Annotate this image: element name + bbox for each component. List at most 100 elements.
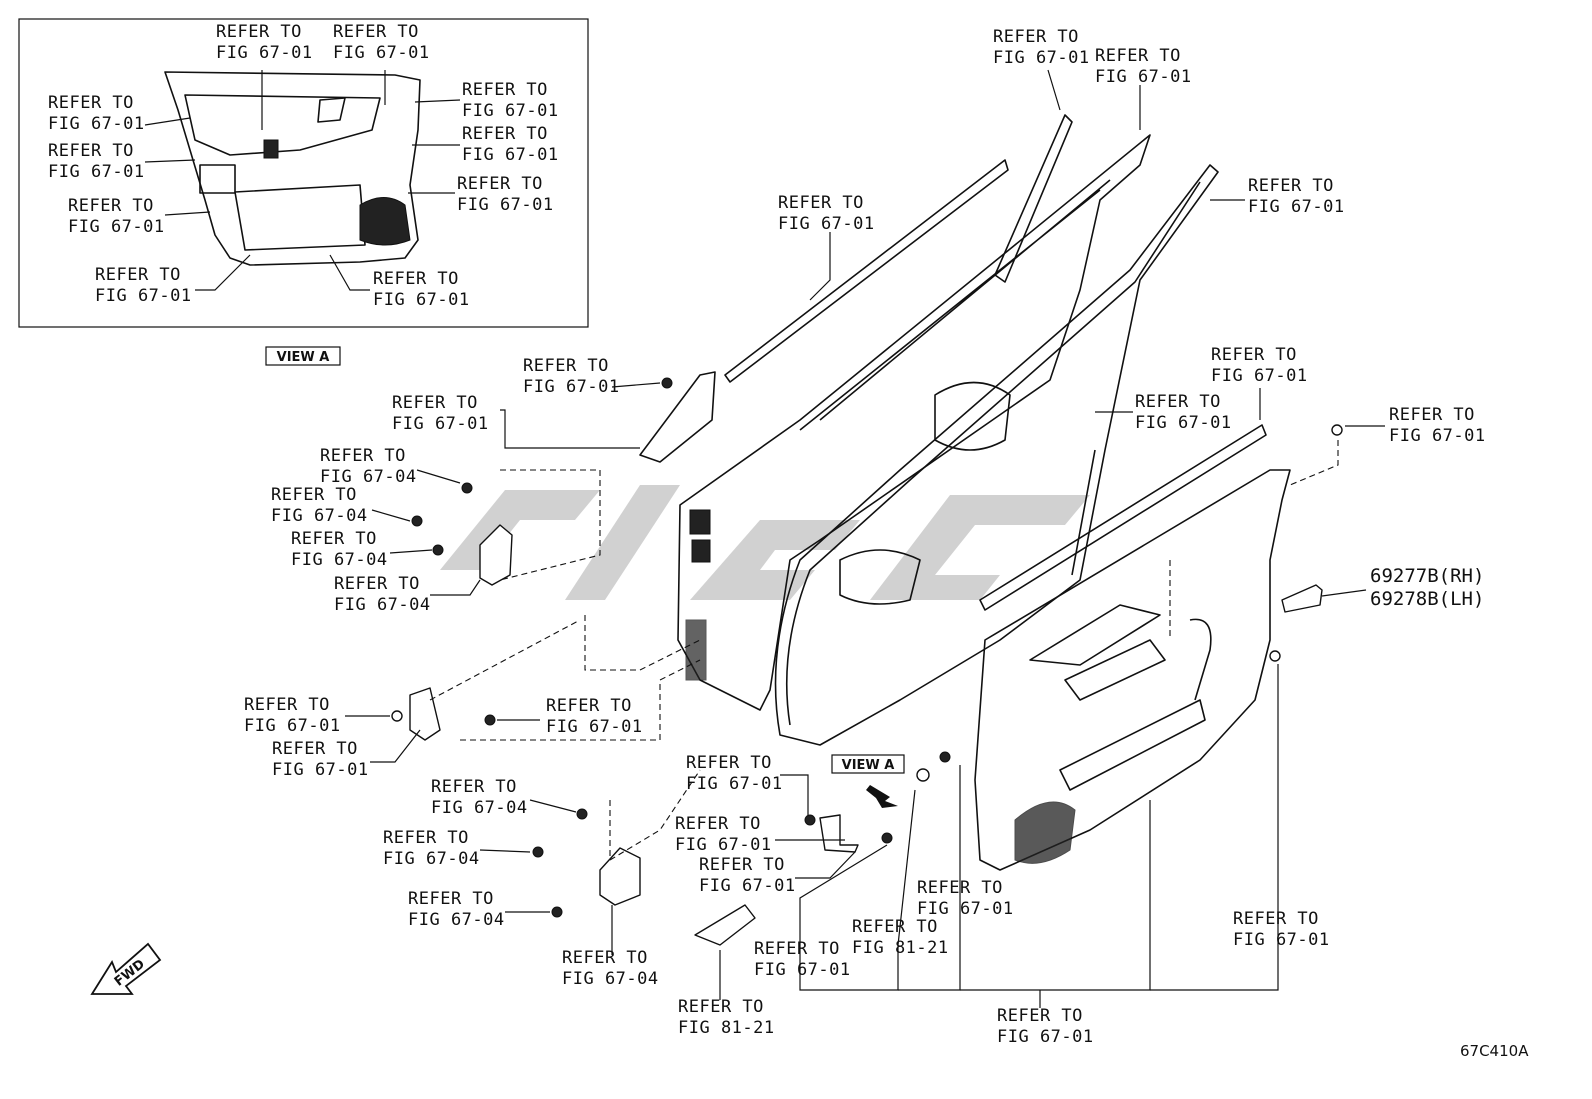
door-service-hole-lower — [839, 549, 921, 605]
mirror-garnish — [639, 371, 716, 463]
callout-ref: FIG 67-04 — [383, 849, 480, 869]
belt-moulding-inner — [979, 424, 1267, 611]
door-check — [409, 687, 441, 741]
door-inner-panel — [677, 134, 1151, 711]
callout-ref: FIG 67-01 — [917, 899, 1014, 919]
door-weatherstrip — [774, 164, 1219, 746]
callout-ref: FIG 81-21 — [678, 1018, 775, 1038]
callout-ref: FIG 67-01 — [333, 43, 430, 63]
callout-label: REFER TO — [68, 196, 154, 216]
inset-trim-outline — [164, 71, 421, 266]
callout-ref: FIG 67-01 — [675, 835, 772, 855]
callout-label: REFER TO — [462, 80, 548, 100]
callout-ref: FIG 67-01 — [216, 43, 313, 63]
fwd-arrow: FWD — [90, 942, 162, 995]
door-clip — [689, 509, 711, 535]
door-clip — [691, 539, 711, 563]
door-weatherstrip-inner — [785, 181, 1201, 726]
callout-ref: FIG 67-01 — [462, 145, 559, 165]
callout-ref: FIG 67-01 — [48, 114, 145, 134]
view-a-label-upper: VIEW A — [277, 350, 330, 365]
callout-label: REFER TO — [523, 356, 609, 376]
view-a-tag-lower: VIEW A — [831, 754, 905, 774]
callout-label: REFER TO — [1389, 405, 1475, 425]
callout-label: REFER TO — [754, 939, 840, 959]
door-frame-edge — [799, 179, 1111, 431]
callout-label: REFER TO — [699, 855, 785, 875]
callout-label: REFER TO — [408, 889, 494, 909]
callout-label: REFER TO — [373, 269, 459, 289]
leader-lines — [345, 69, 1385, 1008]
callout-ref: FIG 81-21 — [852, 938, 949, 958]
watermark — [440, 485, 1090, 600]
callout-label: REFER TO — [993, 27, 1079, 47]
callout-label: REFER TO — [778, 193, 864, 213]
inset-leader — [414, 99, 461, 103]
inset-switch-panel — [199, 164, 236, 194]
callout-ref: FIG 67-01 — [244, 716, 341, 736]
callout-label: REFER TO — [272, 739, 358, 759]
inset-speaker-grille — [359, 197, 411, 246]
callout-ref: FIG 67-01 — [997, 1027, 1094, 1047]
callout-label: REFER TO — [917, 878, 1003, 898]
callout-ref: FIG 67-01 — [1233, 930, 1330, 950]
callout-ref: FIG 67-01 — [1135, 413, 1232, 433]
figure-code: 67C410A — [1460, 1042, 1529, 1060]
callout-label: REFER TO — [48, 141, 134, 161]
trim-armrest — [1059, 699, 1206, 791]
bolts — [391, 377, 1343, 918]
callout-ref: FIG 67-04 — [408, 910, 505, 930]
callout-label: REFER TO — [852, 917, 938, 937]
part-number-leader — [1321, 589, 1367, 597]
callout-label: REFER TO — [291, 529, 377, 549]
callout-ref: FIG 67-01 — [95, 286, 192, 306]
door-clip-group — [685, 619, 707, 681]
inset-armrest-area — [184, 94, 381, 156]
door-service-hole — [934, 381, 1011, 451]
callout-ref: FIG 67-01 — [68, 217, 165, 237]
callout-ref: FIG 67-01 — [1211, 366, 1308, 386]
callout-ref: FIG 67-01 — [462, 101, 559, 121]
assembly-lines — [429, 440, 1339, 861]
callout-label: REFER TO — [244, 695, 330, 715]
callout-label: REFER TO — [562, 948, 648, 968]
inset-clip — [263, 139, 279, 159]
callout-label: REFER TO — [95, 265, 181, 285]
callout-ref: FIG 67-04 — [431, 798, 528, 818]
callout-ref: FIG 67-01 — [272, 760, 369, 780]
callout-label: REFER TO — [997, 1006, 1083, 1026]
callout-ref: FIG 67-01 — [48, 162, 145, 182]
door-trim-panel — [974, 469, 1291, 871]
inset-frame — [18, 18, 589, 328]
callout-label: REFER TO — [271, 485, 357, 505]
callout-ref: FIG 67-04 — [562, 969, 659, 989]
inset-leader — [195, 254, 251, 291]
belt-moulding-outer — [724, 159, 1009, 383]
callout-ref: FIG 67-01 — [699, 876, 796, 896]
callout-ref: FIG 67-01 — [392, 414, 489, 434]
callout-label: REFER TO — [1233, 909, 1319, 929]
bracket — [819, 814, 859, 853]
callout-label: REFER TO — [216, 22, 302, 42]
callout-label: REFER TO — [1248, 176, 1334, 196]
inset-pocket — [234, 184, 366, 251]
callout-label: REFER TO — [675, 814, 761, 834]
callout-label: REFER TO — [48, 93, 134, 113]
callout-ref: FIG 67-04 — [271, 506, 368, 526]
callout-ref: FIG 67-01 — [1248, 197, 1345, 217]
callout-label: REFER TO — [334, 574, 420, 594]
callout-ref: FIG 67-04 — [291, 550, 388, 570]
callout-label: REFER TO — [1135, 392, 1221, 412]
callout-label: REFER TO — [462, 124, 548, 144]
callout-label: REFER TO — [457, 174, 543, 194]
callout-ref: FIG 67-01 — [373, 290, 470, 310]
callout-label: REFER TO — [383, 828, 469, 848]
callout-label: REFER TO — [1211, 345, 1297, 365]
part-number-lh: 69278B(LH) — [1370, 588, 1484, 610]
view-a-label-lower: VIEW A — [842, 758, 895, 773]
callout-ref: FIG 67-01 — [457, 195, 554, 215]
callout-ref: FIG 67-01 — [1389, 426, 1486, 446]
door-handle-inner — [694, 904, 756, 946]
